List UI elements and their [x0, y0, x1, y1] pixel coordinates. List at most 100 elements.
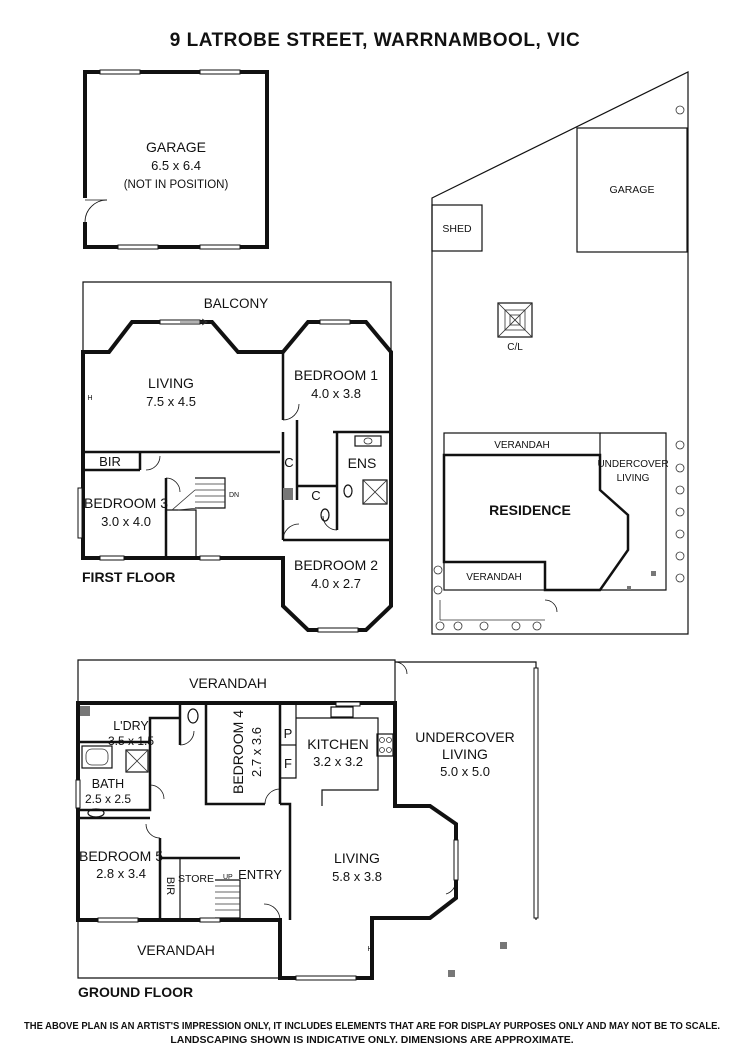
site-plan: SHED GARAGE C/L VERANDAH RESIDENCE VERAN… [431, 71, 689, 635]
laundry-tub [80, 706, 90, 716]
bir-door-swing [145, 455, 161, 471]
ff-living-name: LIVING [148, 375, 194, 391]
laundry-name: L'DRY [113, 719, 149, 733]
plan-title: 9 LATROBE STREET, WARRNAMBOOL, VIC [170, 30, 580, 51]
stairs-down [171, 477, 226, 511]
gf-verandah-bottom-label: VERANDAH [137, 942, 215, 958]
plant-icons [433, 105, 685, 631]
site-verandah-bottom [443, 561, 546, 591]
window [199, 555, 221, 561]
stairs-up [215, 879, 241, 919]
bed1-door-swing [282, 403, 300, 421]
bedroom4-size: 2.7 x 3.6 [249, 727, 264, 777]
gf-bir-label: BIR [164, 877, 176, 895]
fridge-label: F [284, 756, 292, 771]
ff-bir-label: BIR [99, 454, 121, 469]
bedroom3-name: BEDROOM 3 [84, 495, 168, 511]
bed3-window [77, 487, 83, 539]
cooktop-icon [376, 733, 394, 757]
undercover-size: 5.0 x 5.0 [440, 764, 490, 779]
shower-drain [362, 479, 388, 505]
clothesline-label: C/L [507, 342, 523, 353]
site-boundary [431, 71, 689, 635]
bed5-door [145, 823, 161, 839]
site-garage-outline [576, 127, 688, 253]
ground-floor-label: GROUND FLOOR [78, 984, 193, 1000]
ensuite-basin-bowl [363, 437, 373, 445]
bedroom3-size: 3.0 x 4.0 [101, 514, 151, 529]
ff-heater-label: H [87, 395, 92, 402]
bedroom5-size: 2.8 x 3.4 [96, 866, 146, 881]
garage-note: (NOT IN POSITION) [124, 179, 229, 191]
site-undercover-label2: LIVING [617, 473, 650, 484]
window [319, 319, 351, 325]
garage-size: 6.5 x 6.4 [151, 158, 201, 173]
undercover-name2: LIVING [442, 746, 488, 762]
arrow-head [201, 318, 208, 326]
pantry-fridge-box [280, 702, 297, 779]
gf-living-size: 5.8 x 3.8 [332, 869, 382, 884]
balcony-label: BALCONY [204, 296, 269, 311]
ens-door-swing [322, 515, 338, 531]
ground-floor-plan: UP VERANDAH VERANDAH L'DRY 3.5 x 1.5 BAT… [75, 659, 539, 1000]
laundry-size: 3.5 x 1.5 [108, 734, 154, 748]
ensuite-toilet [343, 484, 353, 498]
garage-name: GARAGE [146, 139, 206, 155]
site-fence [439, 600, 545, 621]
balcony-outline [82, 281, 392, 352]
wall-bed4 [204, 703, 265, 806]
site-garage-label: GARAGE [610, 184, 655, 196]
bedroom5-name: BEDROOM 5 [79, 848, 163, 864]
post [448, 970, 455, 977]
bed2-door-swing [282, 523, 300, 541]
kitchen-bench [296, 717, 379, 806]
garage-window [99, 69, 141, 75]
cupboard-c2: C [311, 488, 320, 503]
ens-label: ENS [348, 455, 377, 471]
garage-plan: GARAGE 6.5 x 6.4 (NOT IN POSITION) [81, 69, 269, 250]
window [199, 917, 221, 923]
pantry-label: P [284, 726, 293, 741]
gf-verandah-top-label: VERANDAH [189, 675, 267, 691]
grey-block [283, 488, 293, 500]
stairs-dn-label: DN [229, 492, 239, 499]
undercover-screen [533, 667, 539, 919]
residence-outline [442, 453, 630, 592]
garage-window [199, 244, 241, 250]
cupboard-c1: C [284, 455, 293, 470]
disclaimer-line2: LANDSCAPING SHOWN IS INDICATIVE ONLY. DI… [170, 1034, 573, 1046]
window [453, 839, 459, 881]
ensuite-basin [354, 435, 382, 447]
kitchen-sink [330, 706, 354, 718]
window [97, 917, 139, 923]
bathtub-inner [85, 748, 109, 766]
site-undercover-label1: UNDERCOVER [597, 459, 668, 470]
shed-label: SHED [442, 223, 472, 235]
kitchen-size: 3.2 x 3.2 [313, 754, 363, 769]
gf-heater-label: H [367, 946, 372, 953]
bath-door [149, 784, 165, 800]
gf-toilet [187, 708, 199, 724]
garage-window [199, 69, 241, 75]
wc-door [179, 730, 195, 746]
bedroom2-size: 4.0 x 2.7 [311, 576, 361, 591]
site-post [651, 571, 656, 576]
site-verandah-bottom-label: VERANDAH [466, 572, 522, 583]
residence-label: RESIDENCE [489, 502, 571, 518]
living-door [445, 879, 457, 895]
site-undercover-outline [600, 432, 667, 591]
bed3-door-swing [165, 477, 181, 493]
site-post [627, 586, 631, 590]
wall-stair [166, 509, 197, 558]
bath-size: 2.5 x 2.5 [85, 792, 131, 806]
disclaimer-line1: THE ABOVE PLAN IS AN ARTIST'S IMPRESSION… [24, 1020, 720, 1032]
garage-walls [83, 70, 269, 249]
entry-label: ENTRY [238, 867, 282, 882]
site-gate-swing [544, 599, 558, 613]
wall-laundry [78, 716, 180, 744]
undercover-name1: UNDERCOVER [415, 729, 515, 745]
window [99, 555, 125, 561]
kitchen-name: KITCHEN [307, 736, 368, 752]
store-label: STORE [178, 873, 214, 885]
site-verandah-top-label: VERANDAH [494, 440, 550, 451]
